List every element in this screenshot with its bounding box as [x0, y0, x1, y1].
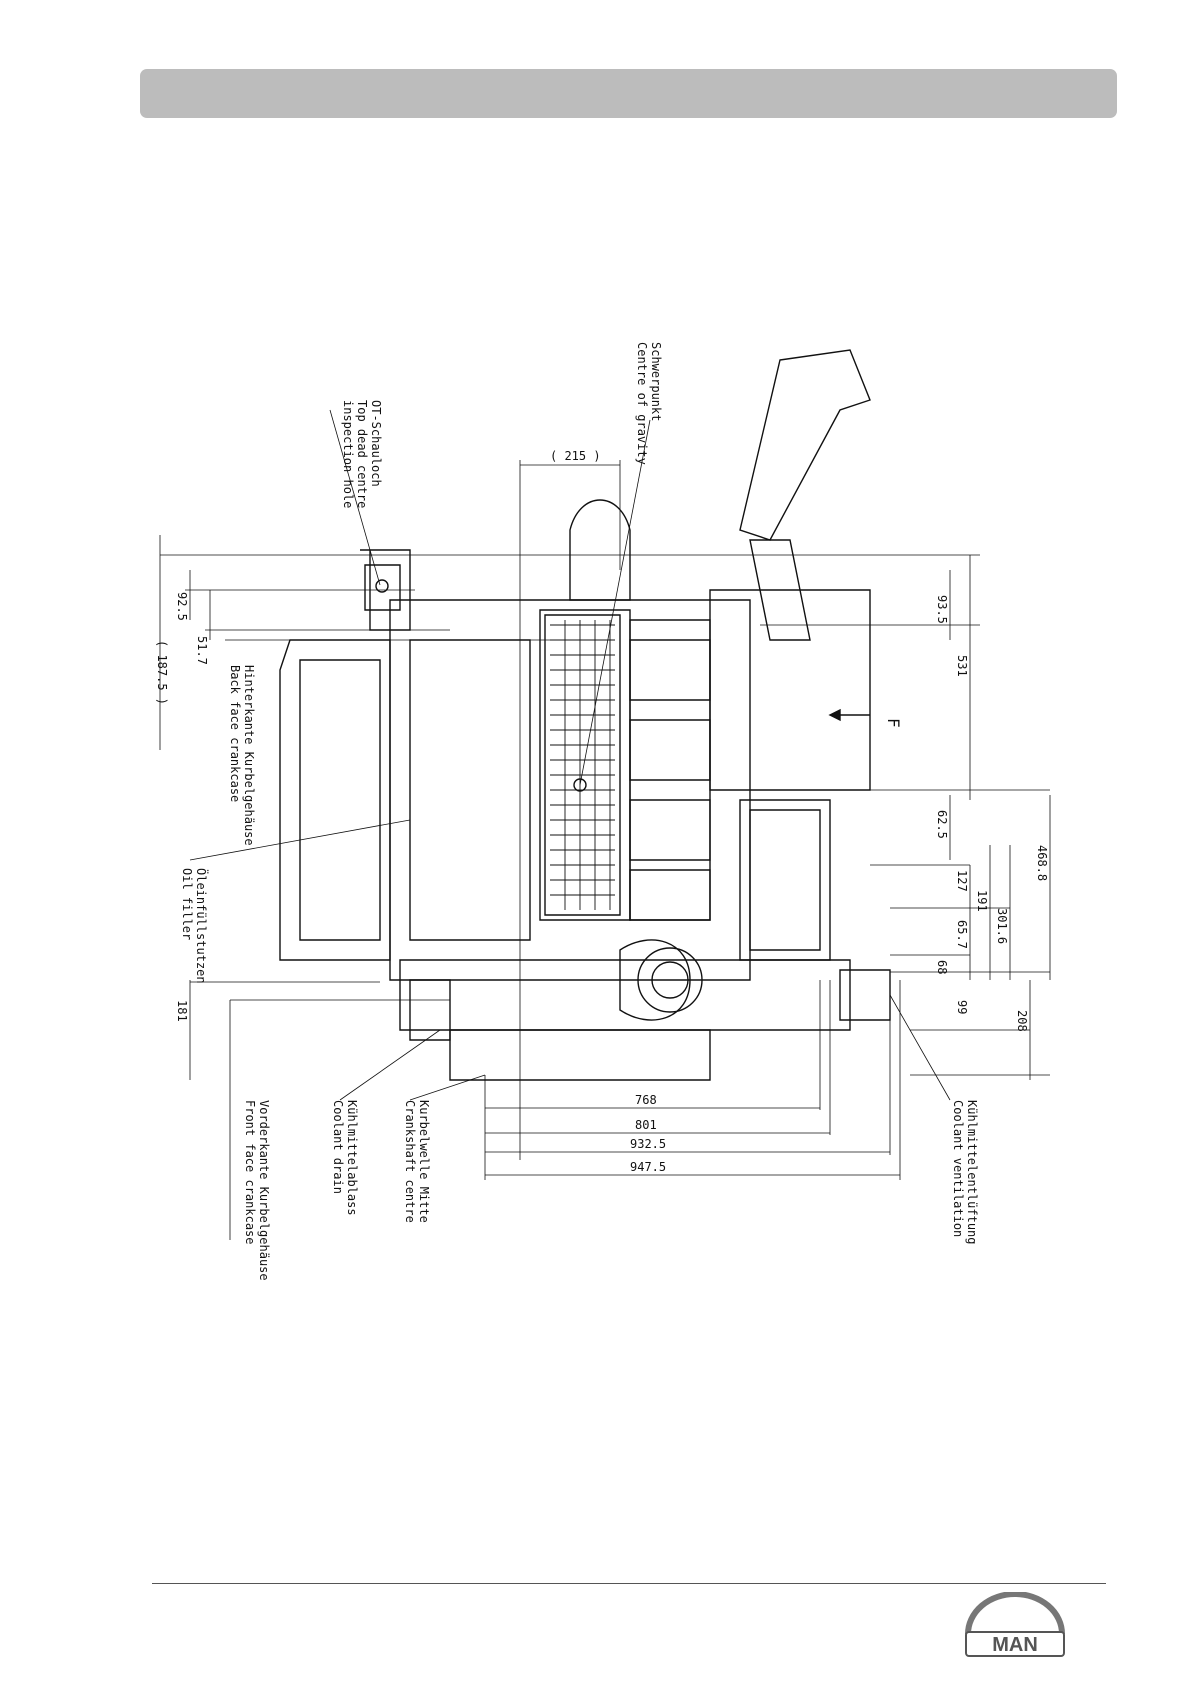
- dim-531: 531: [955, 655, 969, 677]
- dim-51-7: 51.7: [195, 636, 209, 665]
- label-oil-de: Öleinfüllstutzen: [194, 868, 210, 984]
- label-ot-en1: Top dead centre: [355, 400, 369, 508]
- dim-801: 801: [635, 1118, 657, 1132]
- man-logo-icon: MAN: [965, 1592, 1065, 1657]
- dim-947-5: 947.5: [630, 1160, 666, 1174]
- label-vent-en: Coolant ventilation: [951, 1100, 965, 1237]
- man-logo: MAN: [960, 1592, 1070, 1662]
- svg-text:MAN: MAN: [992, 1634, 1038, 1656]
- dim-127: 127: [955, 870, 969, 892]
- engine-drawing-svg: OT-Schauloch Top dead centre inspection …: [155, 342, 1051, 1281]
- dim-65-7: 65.7: [955, 920, 969, 949]
- dim-768: 768: [635, 1093, 657, 1107]
- label-back-en: Back face crankcase: [228, 665, 242, 802]
- dim-181: 181: [175, 1000, 189, 1022]
- label-crank-de: Kurbelwelle Mitte: [417, 1100, 431, 1223]
- label-front-de: Vorderkante Kurbelgehäuse: [257, 1100, 271, 1281]
- engine-dimension-drawing: OT-Schauloch Top dead centre inspection …: [150, 340, 1110, 1340]
- dim-93-5: 93.5: [935, 595, 949, 624]
- label-view-f: F: [884, 718, 903, 728]
- label-cog-en: Centre of gravity: [635, 342, 649, 465]
- label-drain-en: Coolant drain: [331, 1100, 345, 1194]
- dim-301-6: 301.6: [995, 908, 1009, 944]
- label-ot-de: OT-Schauloch: [369, 400, 383, 487]
- dim-187-5: ( 187.5 ): [155, 640, 169, 705]
- dim-208: 208: [1015, 1010, 1029, 1032]
- label-crank-en: Crankshaft centre: [403, 1100, 417, 1223]
- label-back-de: Hinterkante Kurbelgehäuse: [242, 665, 256, 846]
- dim-62-5: 62.5: [935, 810, 949, 839]
- header-bar: [140, 69, 1117, 118]
- label-ot-en2: inspection hole: [341, 400, 355, 508]
- dim-215: ( 215 ): [550, 449, 601, 463]
- label-oil-en: Oil filler: [180, 868, 194, 940]
- dim-99: 99: [955, 1000, 969, 1014]
- dim-68: 68: [935, 960, 949, 974]
- label-front-en: Front face crankcase: [243, 1100, 257, 1245]
- label-vent-de: Kühlmittelentlüftung: [965, 1100, 979, 1245]
- dim-468-8: 468.8: [1035, 845, 1049, 881]
- label-drain-de: Kühlmittelablass: [345, 1100, 359, 1216]
- dim-932-5: 932.5: [630, 1137, 666, 1151]
- dim-92-5: 92.5: [175, 592, 189, 621]
- label-cog-de: Schwerpunkt: [649, 342, 663, 421]
- footer-rule: [152, 1583, 1106, 1584]
- dim-191: 191: [975, 890, 989, 912]
